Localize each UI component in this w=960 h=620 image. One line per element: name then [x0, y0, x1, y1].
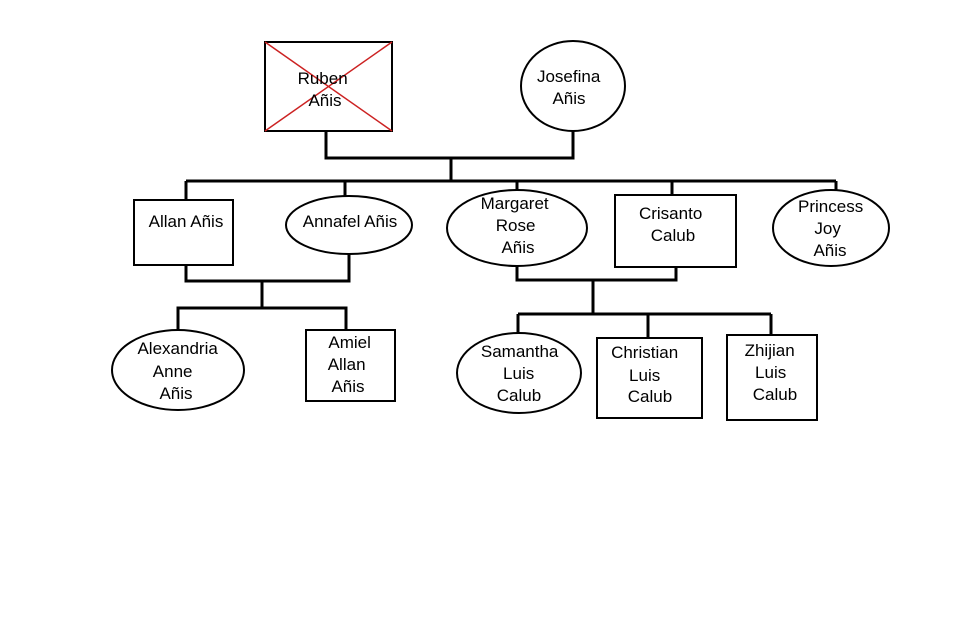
person-box [596, 337, 703, 419]
person-ellipse [446, 189, 588, 267]
child-bar-allan-annafel [176, 306, 348, 331]
person-ellipse [285, 195, 413, 255]
deceased-cross-line [264, 41, 393, 132]
person-box [726, 334, 818, 421]
person-ellipse [520, 40, 626, 132]
person-name: Ruben Añis [298, 69, 353, 110]
person-name: Margaret Rose Añis [481, 194, 554, 257]
person-ruben: Ruben Añis [264, 41, 393, 132]
person-ellipse [111, 329, 245, 411]
person-name: Allan Añis [149, 212, 224, 231]
couple-connector-ruben-josefina [324, 131, 575, 160]
person-princess: Princess Joy Añis [772, 189, 890, 267]
person-christian: Christian Luis Calub [596, 337, 703, 419]
person-name: Zhijian Luis Calub [745, 341, 800, 404]
couple-connector-margaret-crisanto [515, 266, 678, 282]
person-samantha: Samantha Luis Calub [456, 332, 582, 414]
connector-lines [176, 131, 838, 338]
person-box [133, 199, 234, 266]
person-name: Amiel Allan Añis [328, 333, 376, 396]
person-josefina: Josefina Añis [520, 40, 626, 132]
person-amiel: Amiel Allan Añis [305, 329, 396, 402]
person-annafel: Annafel Añis [285, 195, 413, 255]
couple-connector-allan-annafel [184, 254, 351, 283]
person-name: Samantha Luis Calub [481, 342, 563, 405]
person-ellipse [456, 332, 582, 414]
person-name: Alexandria Anne Añis [137, 339, 222, 403]
person-margaret: Margaret Rose Añis [446, 189, 588, 267]
person-name: Crisanto Calub [639, 204, 707, 245]
person-alexandria: Alexandria Anne Añis [111, 329, 245, 411]
person-box [305, 329, 396, 402]
person-box [614, 194, 737, 268]
person-name: Christian Luis Calub [611, 343, 683, 406]
person-name: Josefina Añis [537, 67, 605, 108]
person-zhijian: Zhijian Luis Calub [726, 334, 818, 421]
person-ellipse [772, 189, 890, 267]
person-crisanto: Crisanto Calub [614, 194, 737, 268]
person-name: Princess Joy Añis [798, 197, 868, 260]
person-allan: Allan Añis [133, 199, 234, 266]
person-name: Annafel Añis [303, 212, 398, 231]
